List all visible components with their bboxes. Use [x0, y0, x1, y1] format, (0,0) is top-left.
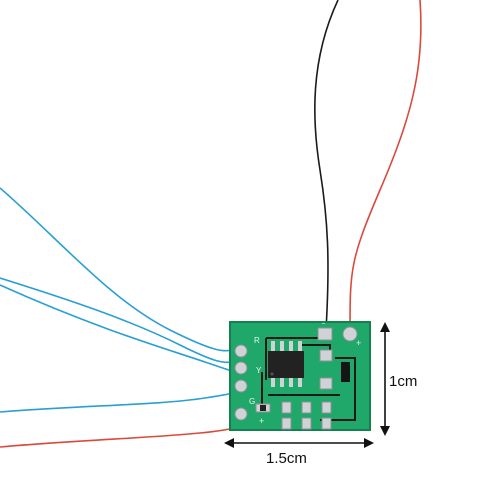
ic-chip — [268, 351, 304, 378]
height-dimension-arrow — [380, 322, 390, 436]
ic-leg — [298, 378, 302, 387]
pad-r — [234, 344, 248, 358]
terminal-minus-pad — [317, 327, 333, 341]
ic-pin1-dot — [270, 372, 274, 376]
smd-pad — [281, 417, 292, 430]
terminal-label-minus: - — [322, 318, 325, 328]
pad-g — [234, 379, 248, 393]
terminal-plus-pad — [342, 326, 358, 342]
smd-pad — [319, 377, 333, 390]
smd-pad — [321, 417, 332, 430]
ic-leg — [280, 341, 284, 351]
pad-label-plus: + — [259, 416, 264, 426]
smd-pad — [281, 401, 292, 414]
pad-label-y: Y — [256, 366, 262, 375]
pad-plus — [234, 407, 248, 421]
red-wire — [0, 419, 249, 448]
smd-pad — [319, 349, 333, 362]
smd-pad — [301, 417, 312, 430]
blue-wire — [0, 187, 241, 352]
height-dimension-label: 1cm — [389, 373, 418, 390]
pad-y — [234, 361, 248, 375]
smd-pad — [301, 401, 312, 414]
black-wire — [314, 0, 339, 331]
ic-leg — [271, 378, 275, 387]
ic-leg — [298, 341, 302, 351]
pcb-trace — [261, 337, 356, 421]
pad-label-r: R — [254, 336, 260, 345]
width-dimension-label: 1.5cm — [266, 450, 307, 467]
ic-leg — [289, 378, 293, 387]
blue-wire — [0, 277, 241, 364]
red-wire — [349, 0, 422, 333]
ic-leg — [271, 341, 275, 351]
width-dimension-arrow — [224, 438, 374, 448]
ic-leg — [289, 341, 293, 351]
transistor — [341, 362, 350, 382]
pad-label-g: G — [249, 397, 255, 406]
ic-leg — [280, 378, 284, 387]
blue-wire — [0, 387, 241, 413]
smd-pad — [321, 401, 332, 414]
smd-resistor-body — [260, 405, 266, 411]
terminal-label-plus: + — [356, 338, 361, 348]
